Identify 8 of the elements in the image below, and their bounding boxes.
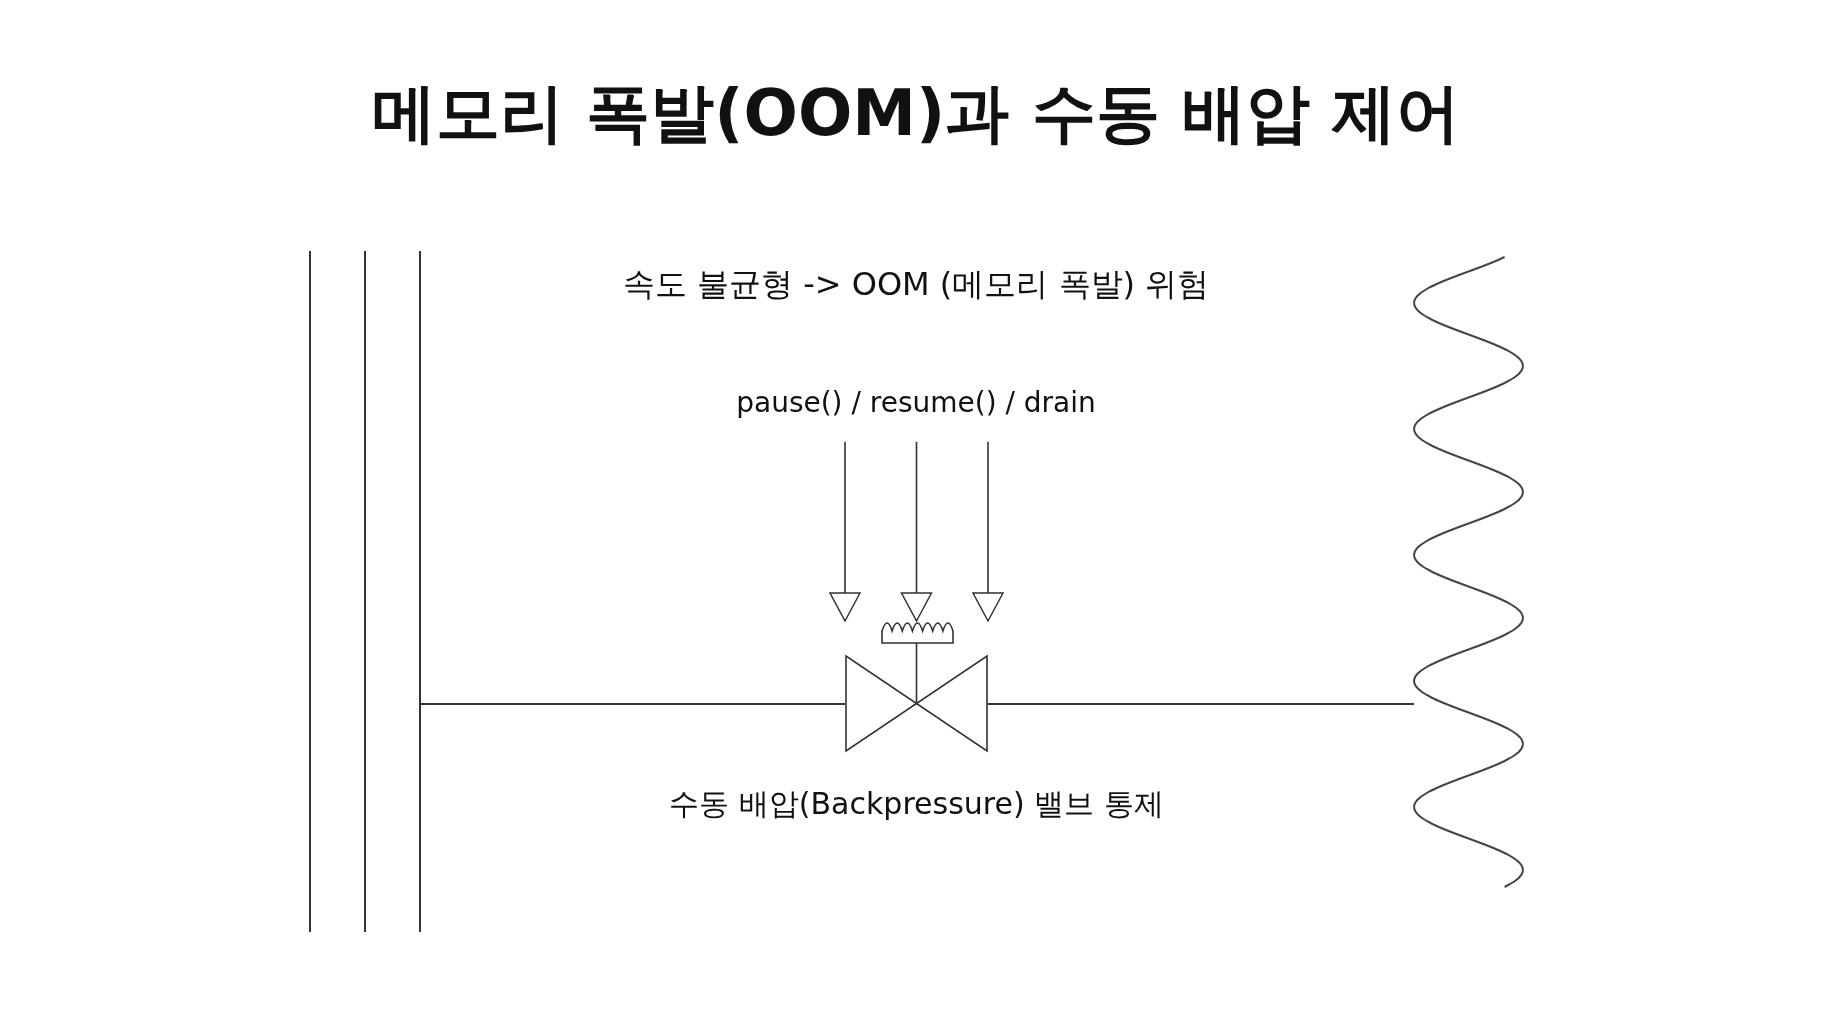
method-label: pause() / resume() / drain — [736, 386, 1096, 420]
warning-text: 속도 불균형 -> OOM (메모리 폭발) 위험 — [622, 264, 1210, 304]
arrow — [900, 441, 933, 622]
title-heading: 메모리 폭발(OOM)과 수동 배압 제어 — [371, 74, 1461, 152]
valve-caption: 수동 배압(Backpressure) 밸브 통제 — [669, 786, 1164, 822]
arrow — [972, 441, 1004, 622]
valve-symbol — [845, 622, 988, 752]
arrow — [829, 441, 861, 622]
